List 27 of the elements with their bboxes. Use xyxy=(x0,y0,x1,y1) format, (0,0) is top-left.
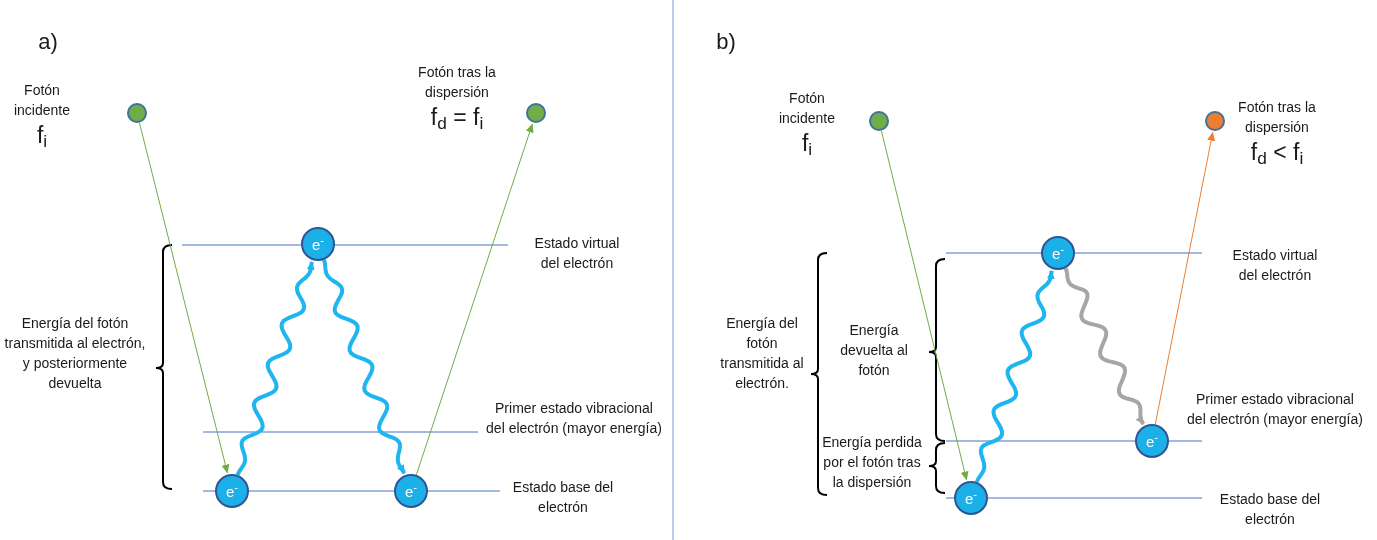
frequency-label: f$_{d}$ = f$_{i}$ xyxy=(430,103,484,132)
bracket-label: Energía del fotón transmitida al electrón, y posteriormente devuelta xyxy=(3,314,147,393)
frequency-label: f$_{i}$ xyxy=(801,129,813,158)
arrow xyxy=(415,123,534,476)
wavy-arrow xyxy=(235,260,315,476)
arrow xyxy=(1154,131,1216,425)
frequency-label: f$_{d}$ < f$_{i}$ xyxy=(1250,138,1304,167)
frequency-label: f$_{i}$ xyxy=(36,121,48,150)
level-label: Estado virtual del electrón xyxy=(533,234,621,273)
level-label: Estado base del electrón xyxy=(511,478,615,517)
level-label: Estado virtual del electrón xyxy=(1231,246,1319,285)
arrow xyxy=(138,122,230,474)
bracket-label: Energía devuelta al fotón xyxy=(839,321,909,380)
level-label: Primer estado vibracional del electrón (mayor energía) xyxy=(485,399,663,438)
photon-label: Fotón tras la dispersión xyxy=(417,63,497,102)
level-label: Primer estado vibracional del electrón (mayor energía) xyxy=(1186,390,1364,429)
photon-label: Fotón incidente xyxy=(777,89,836,128)
wavy-arrow xyxy=(974,269,1055,483)
level-label: Estado base del electrón xyxy=(1218,490,1322,529)
photon-label: Fotón tras la dispersión xyxy=(1237,98,1317,137)
wavy-arrow xyxy=(322,259,407,475)
arrow xyxy=(880,130,969,481)
bracket-label: Energía del fotón transmitida al electrón. xyxy=(719,314,805,393)
panel-label: b) xyxy=(715,28,737,56)
photon-label: Fotón incidente xyxy=(12,81,71,120)
bracket-label: Energía perdida por el fotón tras la dispersión xyxy=(822,433,922,492)
panel-label: a) xyxy=(37,28,59,56)
